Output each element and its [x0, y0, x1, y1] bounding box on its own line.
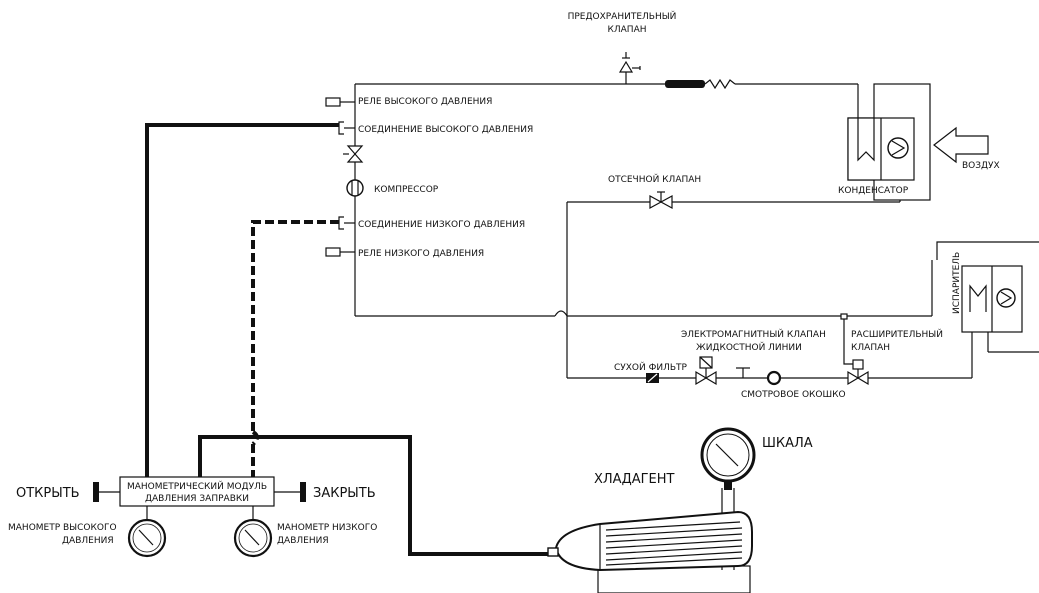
- high-pressure-relay-label: РЕЛЕ ВЫСОКОГО ДАВЛЕНИЯ: [358, 97, 492, 107]
- low-gauge-label-2: ДАВЛЕНИЯ: [277, 536, 329, 546]
- air-arrow-icon: [933, 126, 989, 164]
- air-label: ВОЗДУХ: [962, 161, 1000, 171]
- shutoff-valve-icon: [649, 191, 673, 210]
- solenoid-valve-label-2: ЖИДКОСТНОЙ ЛИНИИ: [696, 341, 802, 353]
- high-gauge-label-2: ДАВЛЕНИЯ: [62, 536, 114, 546]
- high-pressure-connection-icon: [338, 121, 355, 135]
- low-pressure-connection-label: СОЕДИНЕНИЕ НИЗКОГО ДАВЛЕНИЯ: [358, 220, 525, 230]
- evaporator-icon: [936, 241, 1039, 353]
- low-pressure-gauge-icon: [233, 518, 273, 558]
- shutoff-valve-label: ОТСЕЧНОЙ КЛАПАН: [608, 173, 701, 185]
- solenoid-valve-icon: [695, 356, 717, 386]
- compressor-label: КОМПРЕССОР: [374, 185, 439, 195]
- relief-valve-icon: [618, 52, 641, 84]
- gauge-manifold-label-2: ДАВЛЕНИЯ ЗАПРАВКИ: [145, 494, 249, 504]
- scale-icon: [597, 427, 756, 593]
- compressor-icon: [346, 179, 364, 197]
- dry-filter-label: СУХОЙ ФИЛЬТР: [614, 361, 688, 373]
- close-label: ЗАКРЫТЬ: [313, 486, 376, 501]
- charging-hoses: [145, 123, 552, 556]
- condenser-label: КОНДЕНСАТОР: [838, 186, 909, 196]
- expansion-valve-label-1: РАСШИРИТЕЛЬНЫЙ: [851, 328, 943, 340]
- refrigerant-circuit: [354, 83, 973, 379]
- high-gauge-label-1: МАНОМЕТР ВЫСОКОГО: [8, 523, 117, 533]
- low-gauge-label-1: МАНОМЕТР НИЗКОГО: [277, 523, 377, 533]
- high-pressure-gauge-icon: [127, 518, 167, 558]
- evaporator-label: ИСПАРИТЕЛЬ: [952, 252, 962, 314]
- high-pressure-relay-icon: [325, 97, 355, 107]
- relief-valve-label-2: КЛАПАН: [607, 25, 646, 35]
- refrigerant-cylinder-icon: [547, 510, 753, 572]
- low-pressure-connection-icon: [338, 216, 355, 230]
- access-port-icon: [736, 367, 750, 378]
- condenser-icon: [847, 83, 931, 201]
- solenoid-valve-label-1: ЭЛЕКТРОМАГНИТНЫЙ КЛАПАН: [681, 328, 826, 340]
- relief-valve-label-1: ПРЕДОХРАНИТЕЛЬНЫЙ: [568, 10, 677, 22]
- dry-filter-icon: [646, 373, 659, 383]
- gauge-manifold-label-1: МАНОМЕТРИЧЕСКИЙ МОДУЛЬ: [127, 480, 267, 492]
- sight-glass-label: СМОТРОВОЕ ОКОШКО: [741, 390, 846, 400]
- top-line-filter-icon: [665, 78, 736, 90]
- expansion-valve-label-2: КЛАПАН: [851, 343, 890, 353]
- low-pressure-relay-label: РЕЛЕ НИЗКОГО ДАВЛЕНИЯ: [358, 249, 484, 259]
- refrigerant-label: ХЛАДАГЕНТ: [594, 472, 675, 487]
- low-pressure-relay-icon: [325, 247, 355, 257]
- gauge-manifold: [93, 476, 306, 520]
- open-label: ОТКРЫТЬ: [16, 486, 80, 501]
- high-pressure-connection-label: СОЕДИНЕНИЕ ВЫСОКОГО ДАВЛЕНИЯ: [358, 125, 533, 135]
- sight-glass-icon: [766, 370, 782, 386]
- expansion-valve-icon: [840, 313, 869, 386]
- service-valve-icon: [343, 145, 364, 163]
- scale-label: ШКАЛА: [762, 436, 813, 451]
